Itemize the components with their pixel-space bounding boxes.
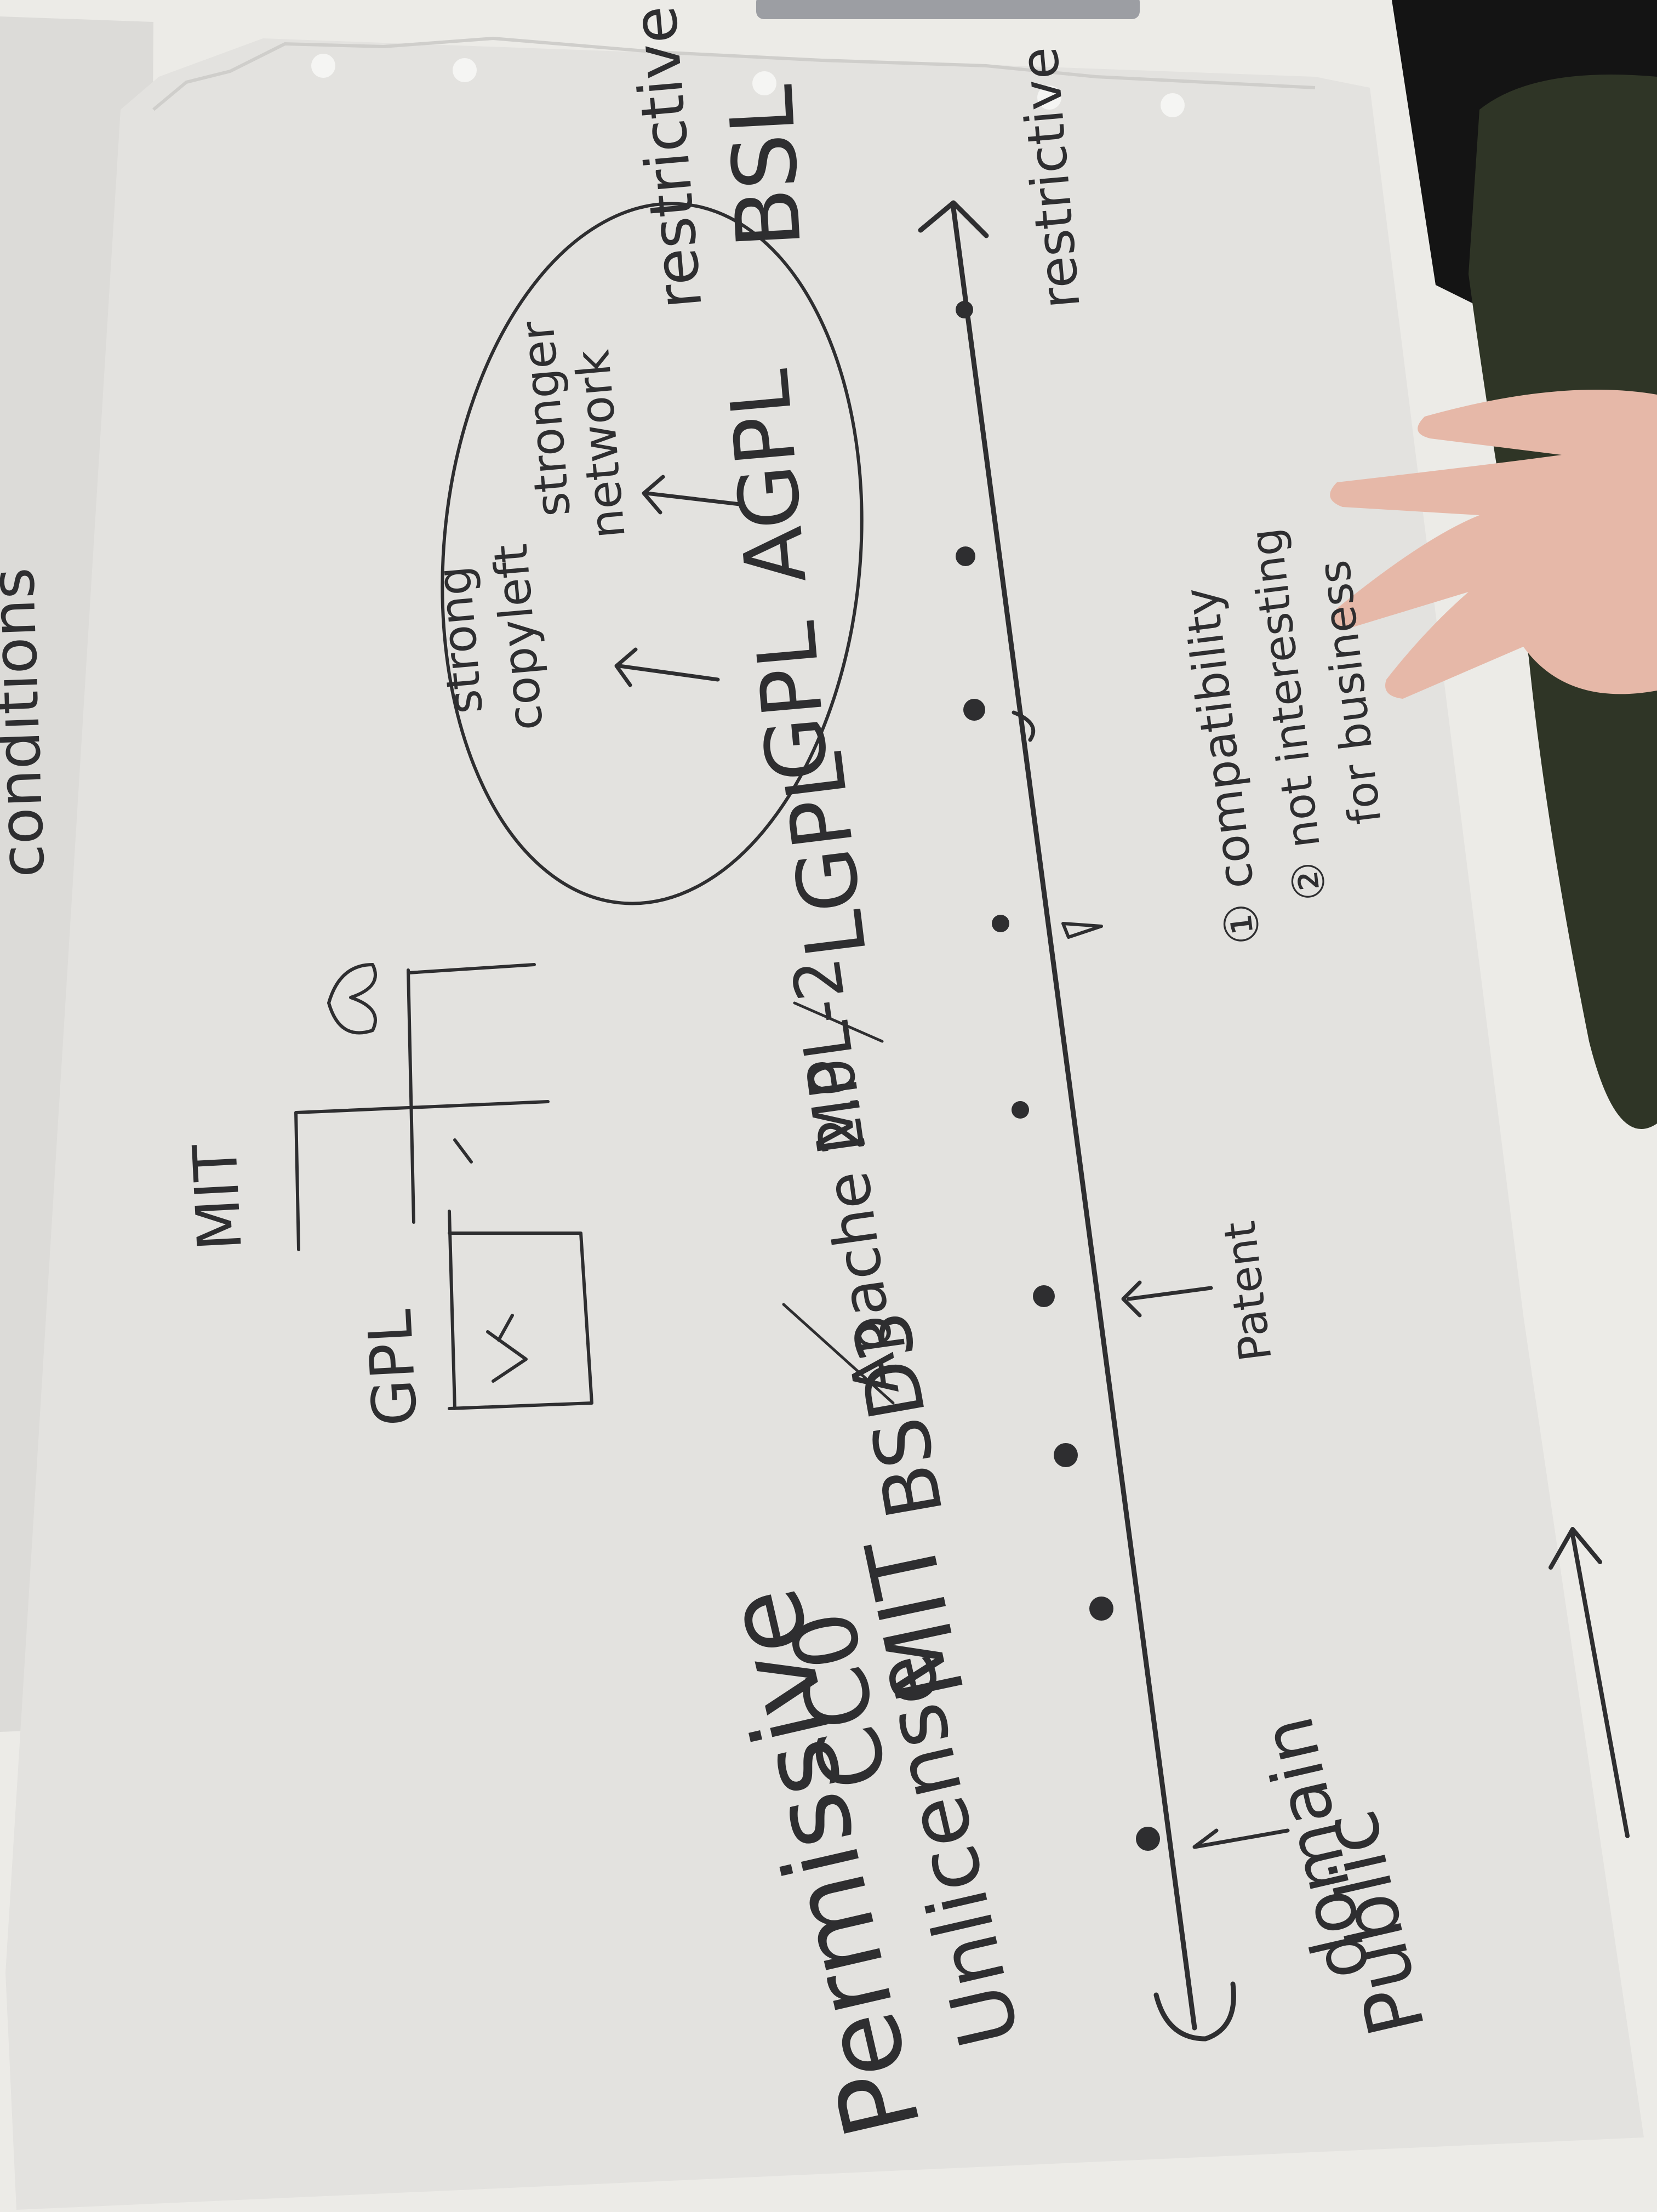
hand (1330, 390, 1657, 699)
copyleft-ellipse (441, 202, 864, 905)
arrow-icon (1549, 1527, 1630, 1838)
license-label-bsl: BSL (710, 83, 821, 251)
dot-icon (1089, 1597, 1113, 1621)
axis-line (951, 206, 1197, 2031)
strike-line (782, 1303, 895, 1405)
dot-icon (956, 301, 973, 318)
axis-dots (956, 301, 1160, 1851)
arrow-icon (918, 200, 989, 238)
arrow-icon (1012, 710, 1036, 742)
dot-icon (992, 915, 1009, 932)
punch-hole-icon (752, 71, 776, 95)
arrow-icon (642, 475, 742, 515)
punch-hole-icon (453, 58, 477, 82)
punch-hole-icon (1037, 85, 1061, 110)
main-paper-sheet (5, 38, 1644, 2210)
left-sheet-text: conditions (0, 567, 58, 879)
dot-icon (956, 546, 975, 566)
diagram-lines (294, 963, 593, 1410)
note-arrows (614, 475, 1630, 1849)
dot-icon (1054, 1443, 1078, 1467)
license-label-agpl: AGPL (712, 366, 825, 588)
diagram-mark (486, 1314, 528, 1383)
strike-line (793, 1001, 884, 1043)
arrow-icon (1153, 1981, 1236, 2042)
arrow-icon (1121, 1280, 1213, 1318)
compatibility-diagram (294, 963, 593, 1410)
diagram-label-mit: MIT (180, 1142, 255, 1253)
dot-icon (1012, 1101, 1029, 1119)
arrow-icon (1061, 922, 1103, 939)
diagram-mark (453, 1138, 473, 1164)
hand-shape (1330, 390, 1657, 699)
diagram-mark (327, 963, 377, 1035)
diagram-label-gpl: GPL (355, 1308, 431, 1428)
torn-edge (152, 36, 1316, 111)
gpl-note-strong: strong (427, 564, 494, 716)
punch-holes (311, 54, 1185, 117)
punch-hole-icon (1161, 93, 1185, 117)
arrow-icon (614, 647, 720, 687)
punch-hole-icon (311, 54, 335, 78)
dot-icon (963, 699, 985, 721)
dot-icon (1033, 1285, 1055, 1307)
dot-icon (1136, 1827, 1160, 1851)
arrow-icon (1192, 1828, 1290, 1849)
license-label-gpl: GPL (738, 618, 847, 785)
laptop-edge (756, 0, 1140, 19)
